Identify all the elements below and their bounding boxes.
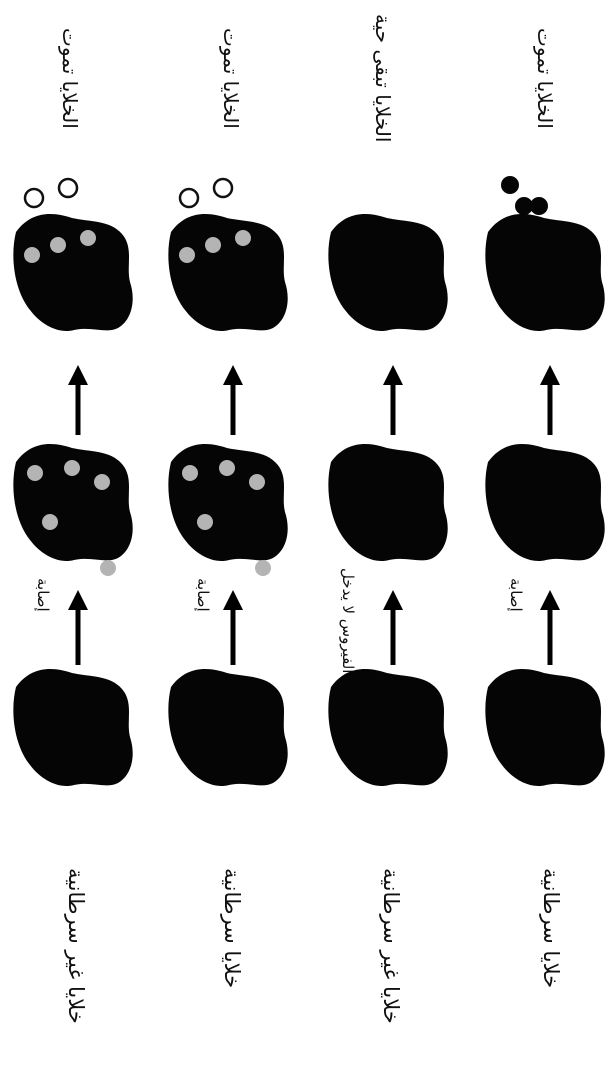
row4-arrow-outcome bbox=[540, 365, 560, 435]
row1-virus-edge-3 bbox=[80, 230, 96, 246]
row2-virus-edge-3 bbox=[235, 230, 251, 246]
row1-virus-inside-5 bbox=[100, 560, 116, 576]
row3-final-cell bbox=[328, 214, 447, 331]
row4-bleb-3 bbox=[501, 176, 519, 194]
row1-released-virus-2 bbox=[59, 179, 77, 197]
row2-virus-inside-3 bbox=[219, 460, 235, 476]
row2-virus-inside-1 bbox=[182, 465, 198, 481]
row1-released-virus-1 bbox=[25, 189, 43, 207]
row3-infected-cell bbox=[328, 444, 447, 561]
row1-final-cell bbox=[13, 214, 132, 331]
row2-virus-edge-2 bbox=[205, 237, 221, 253]
row1-start-cell bbox=[13, 669, 132, 786]
row2-start-cell bbox=[168, 669, 287, 786]
row3-arrow-infection bbox=[383, 590, 403, 665]
row2-arrow-outcome bbox=[223, 365, 243, 435]
row2-arrow-infection bbox=[223, 590, 243, 665]
row2-virus-edge-1 bbox=[179, 247, 195, 263]
row2-virus-inside-4 bbox=[249, 474, 265, 490]
row2-released-virus-1 bbox=[180, 189, 198, 207]
row4-infected-cell bbox=[485, 444, 604, 561]
row2-virus-inside-5 bbox=[255, 560, 271, 576]
row2-released-virus-2 bbox=[214, 179, 232, 197]
row3-arrow-outcome bbox=[383, 365, 403, 435]
row1-arrow-infection bbox=[68, 590, 88, 665]
row4-bleb-2 bbox=[530, 197, 548, 215]
row1-arrow-outcome bbox=[68, 365, 88, 435]
row2-final-cell bbox=[168, 214, 287, 331]
row1-virus-inside-1 bbox=[27, 465, 43, 481]
row4-final-cell bbox=[485, 214, 604, 331]
row1-virus-edge-2 bbox=[50, 237, 66, 253]
row1-virus-edge-1 bbox=[24, 247, 40, 263]
row4-arrow-infection bbox=[540, 590, 560, 665]
row1-virus-inside-2 bbox=[42, 514, 58, 530]
row3-start-cell bbox=[328, 669, 447, 786]
row1-virus-inside-4 bbox=[94, 474, 110, 490]
row4-start-cell bbox=[485, 669, 604, 786]
row1-virus-inside-3 bbox=[64, 460, 80, 476]
row2-virus-inside-2 bbox=[197, 514, 213, 530]
